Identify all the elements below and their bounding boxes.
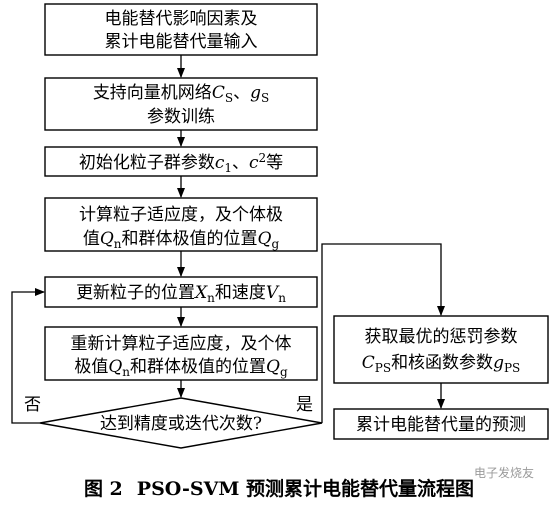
step-prediction-box: 累计电能替代量的预测 [333,408,549,440]
step-svm-training-box: 支持向量机网络CS、gS 参数训练 [44,77,318,131]
arrow-yes-path [321,243,445,423]
step-prediction-text: 累计电能替代量的预测 [356,415,526,435]
flow-arrows [11,55,445,424]
step-input-line2: 累计电能替代量输入 [105,32,258,52]
step-input-line1: 电能替代影响因素及 [105,9,258,29]
step-fitness-box: 计算粒子适应度，及个体极 值Qn和群体极值的位置Qg [44,197,318,252]
step-svm-line1: 支持向量机网络CS、gS [93,83,269,105]
decision-yes-label: 是 [296,395,313,415]
watermark: 电子发烧友 [474,465,534,480]
step-optimal-line1: 获取最优的惩罚参数 [365,327,518,347]
step-optimal-line2: CPS和核函数参数gPS [362,353,521,375]
decision-no-label: 否 [24,395,41,415]
arrow-no-loop [11,288,45,424]
step-svm-line2: 参数训练 [147,107,215,127]
decision-text: 达到精度或迭代次数? [100,414,262,434]
step-update-box: 更新粒子的位置Xn和速度Vn [44,276,318,308]
decision-diamond: 达到精度或迭代次数? [39,397,323,449]
step-optimal-params-box: 获取最优的惩罚参数 CPS和核函数参数gPS [333,315,549,384]
step-init-pso-box: 初始化粒子群参数c1、c2等 [44,146,318,177]
step-fitness-line1: 计算粒子适应度，及个体极 [79,205,283,225]
step-recompute-line1: 重新计算粒子适应度，及个体 [71,334,292,354]
step-fitness-line2: 值Qn和群体极值的位置Qg [83,229,280,251]
step-recompute-line2: 极值Qn和群体极值的位置Qg [74,357,288,379]
step-recompute-box: 重新计算粒子适应度，及个体 极值Qn和群体极值的位置Qg [44,326,318,381]
step-update-text: 更新粒子的位置Xn和速度Vn [76,283,286,305]
step-init-pso-text: 初始化粒子群参数c1、c2等 [79,151,283,175]
step-input-box: 电能替代影响因素及 累计电能替代量输入 [44,3,318,56]
